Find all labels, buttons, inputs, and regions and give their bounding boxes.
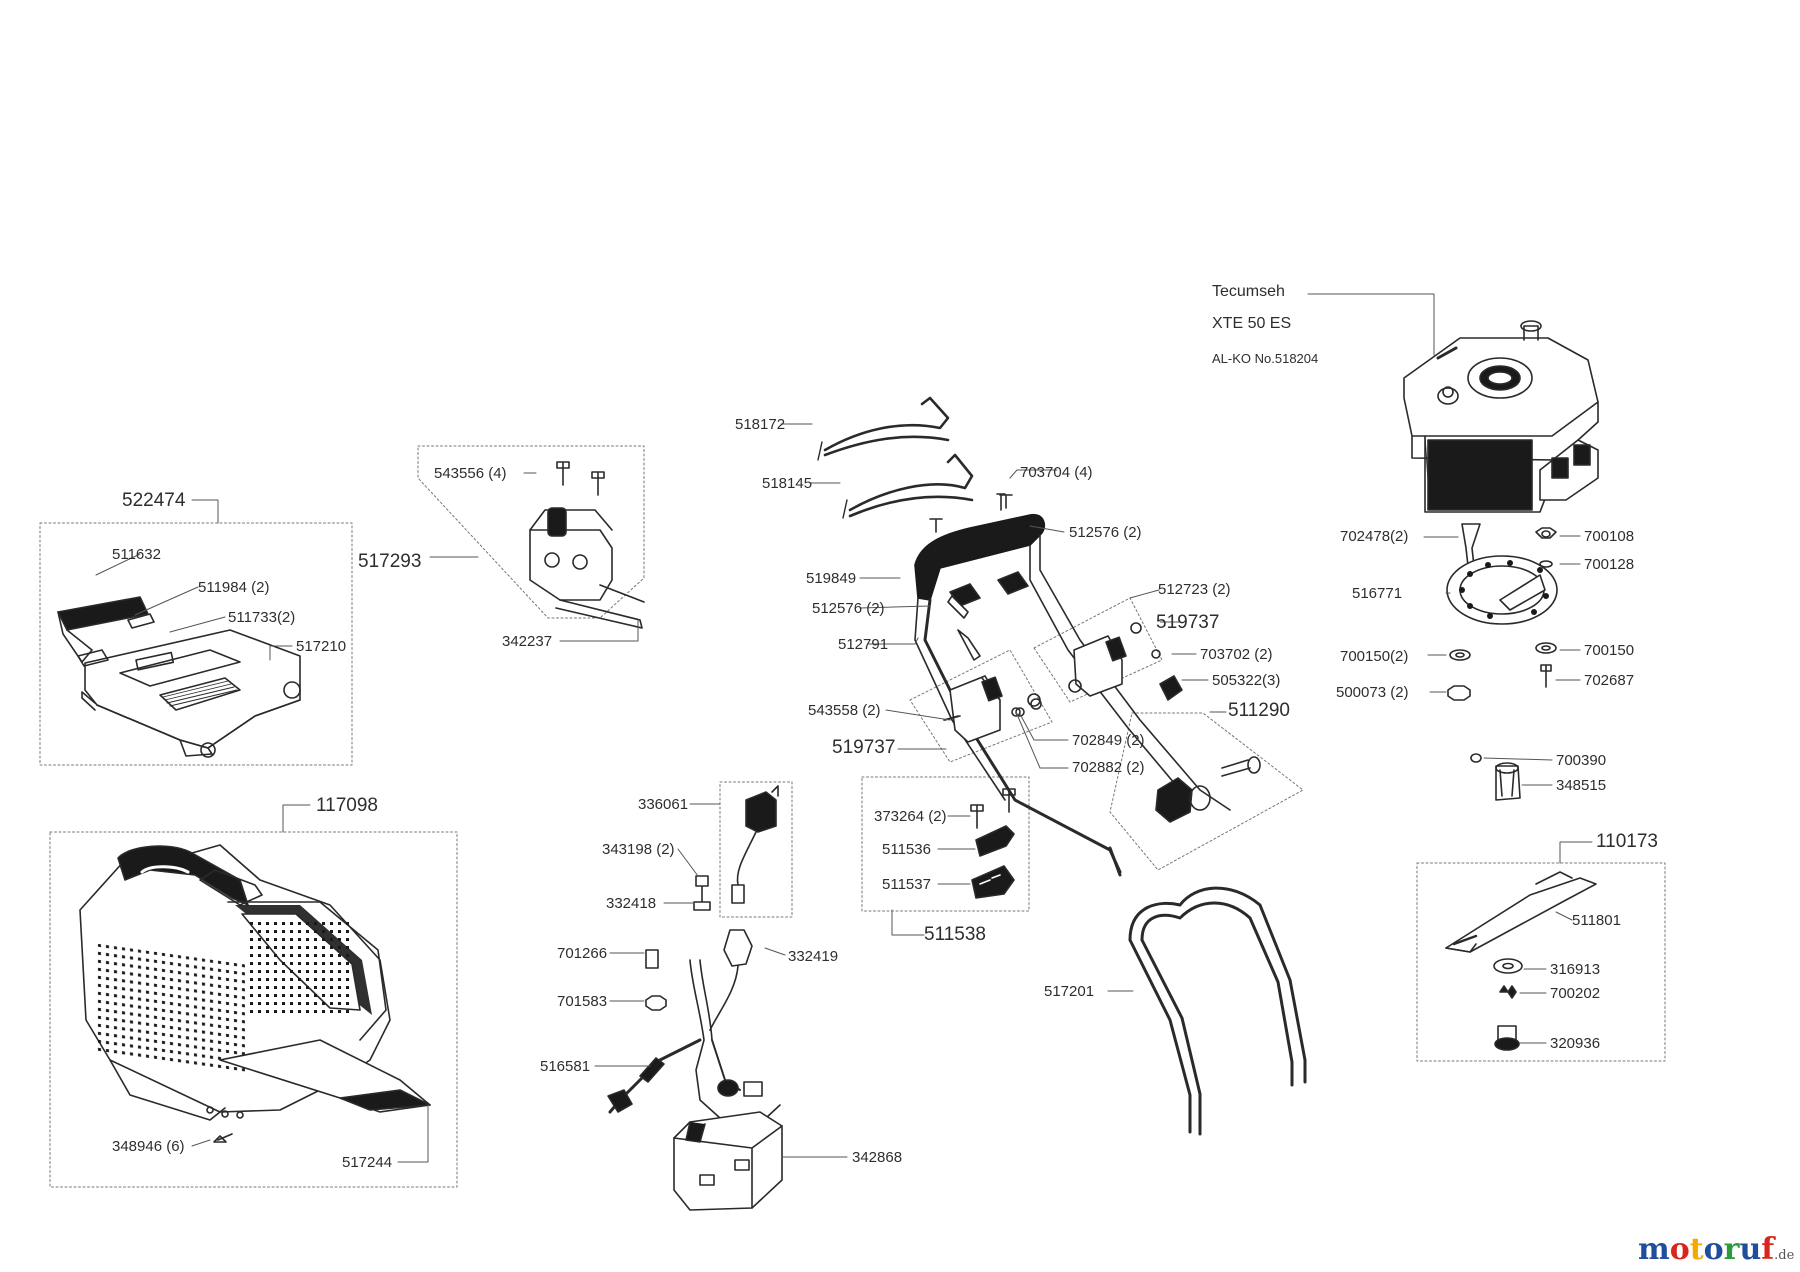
part-label: 511290 <box>1228 700 1290 721</box>
part-label: 701583 <box>557 993 608 1010</box>
part-label: 516581 <box>540 1058 591 1075</box>
blade-drawing <box>1445 871 1597 1051</box>
part-label: 518172 <box>735 416 786 433</box>
engine-flange-drawing <box>1446 523 1558 701</box>
upper-bars-drawing <box>817 396 974 519</box>
engine-brand: Tecumseh <box>1212 283 1285 300</box>
part-label: 511536 <box>882 841 931 858</box>
part-label: 342237 <box>502 633 553 650</box>
group-box-336061 <box>719 781 793 918</box>
part-label: 117098 <box>316 795 378 816</box>
part-label: 700108 <box>1584 528 1635 545</box>
part-label: 518145 <box>762 475 813 492</box>
part-label: 702687 <box>1584 672 1635 689</box>
handle-knob-511290-drawing <box>1155 756 1261 823</box>
part-label: 703702 (2) <box>1200 646 1273 663</box>
part-label: 519737 <box>1156 612 1220 633</box>
watermark-letter: o <box>1703 1232 1724 1267</box>
handle-clamp-left-drawing <box>944 675 1042 743</box>
part-label: 519737 <box>832 737 896 758</box>
part-label: 702882 (2) <box>1072 759 1145 776</box>
part-label: 700202 <box>1550 985 1601 1002</box>
part-label: 700150 <box>1584 642 1635 659</box>
group-box-117098 <box>49 831 458 1188</box>
part-label: 373264 (2) <box>874 808 947 825</box>
part-label: 332419 <box>788 948 839 965</box>
group-box-511538 <box>861 776 1030 912</box>
part-label: 332418 <box>606 895 657 912</box>
part-label: 543556 (4) <box>434 465 507 482</box>
group-box-517293 <box>417 445 645 619</box>
part-label: 336061 <box>638 796 689 813</box>
part-label: 500073 (2) <box>1336 684 1409 701</box>
part-label: 512576 (2) <box>1069 524 1142 541</box>
part-label: 700128 <box>1584 556 1635 573</box>
grass-catcher-drawing <box>79 844 431 1143</box>
switch-box-drawing <box>529 461 645 629</box>
part-label: 348515 <box>1556 777 1607 794</box>
group-box-511290 <box>1109 712 1304 871</box>
charger-drawing <box>607 785 783 1211</box>
part-label: 348946 (6) <box>112 1138 185 1155</box>
bracket-set-drawing <box>970 788 1016 899</box>
group-box-110173 <box>1416 862 1666 1062</box>
part-label: 516771 <box>1352 585 1403 602</box>
part-label: 522474 <box>122 490 186 511</box>
part-label: 511632 <box>112 546 161 563</box>
lower-handle-drawing <box>1128 886 1307 1136</box>
part-label: 517293 <box>358 551 422 572</box>
part-label: 703704 (4) <box>1020 464 1093 481</box>
part-label: 512576 (2) <box>812 600 885 617</box>
watermark-letter: o <box>1669 1232 1690 1267</box>
part-label: 320936 <box>1550 1035 1601 1052</box>
group-box-519737-right <box>1033 597 1163 703</box>
part-label: 517244 <box>342 1154 393 1171</box>
catcher-cover-drawing <box>57 596 301 758</box>
part-label: 702849 (2) <box>1072 732 1145 749</box>
watermark-letter: r <box>1723 1232 1740 1267</box>
part-label: 511801 <box>1572 912 1621 929</box>
part-label: 517201 <box>1044 983 1095 1000</box>
part-label: 700150(2) <box>1340 648 1409 665</box>
watermark-letter: u <box>1739 1232 1762 1267</box>
part-label: 512791 <box>838 636 889 653</box>
engine-drawing <box>1403 320 1599 513</box>
watermark-letters: motoruf <box>1638 1232 1774 1267</box>
part-label: 543558 (2) <box>808 702 881 719</box>
watermark-letter: t <box>1689 1232 1704 1267</box>
engine-model: XTE 50 ES <box>1212 315 1292 332</box>
group-box-519737-left <box>909 649 1053 763</box>
group-box-522474 <box>39 522 353 766</box>
part-label: 505322(3) <box>1212 672 1281 689</box>
part-label: 316913 <box>1550 961 1601 978</box>
part-label: 701266 <box>557 945 608 962</box>
part-label: 511733(2) <box>228 609 296 626</box>
part-label: 343198 (2) <box>602 841 675 858</box>
part-label: 110173 <box>1596 831 1658 852</box>
part-label: 511538 <box>924 924 986 945</box>
part-label: 342868 <box>852 1149 903 1166</box>
handle-clamp-right-drawing <box>1068 622 1183 701</box>
part-label: 517210 <box>296 638 347 655</box>
watermark-logo[interactable]: motoruf.de <box>1638 1232 1794 1267</box>
engine-alko-number: AL-KO No.518204 <box>1212 351 1319 366</box>
part-label: 511984 (2) <box>198 579 270 596</box>
watermark-domain: .de <box>1774 1248 1795 1263</box>
watermark-letter: f <box>1761 1232 1775 1267</box>
part-label: 700390 <box>1556 752 1607 769</box>
part-label: 519849 <box>806 570 857 587</box>
spacer-drawing <box>1470 753 1521 801</box>
part-label: 511537 <box>882 876 931 893</box>
part-label: 512723 (2) <box>1158 581 1231 598</box>
part-label: 702478(2) <box>1340 528 1409 545</box>
watermark-letter: m <box>1638 1232 1670 1267</box>
